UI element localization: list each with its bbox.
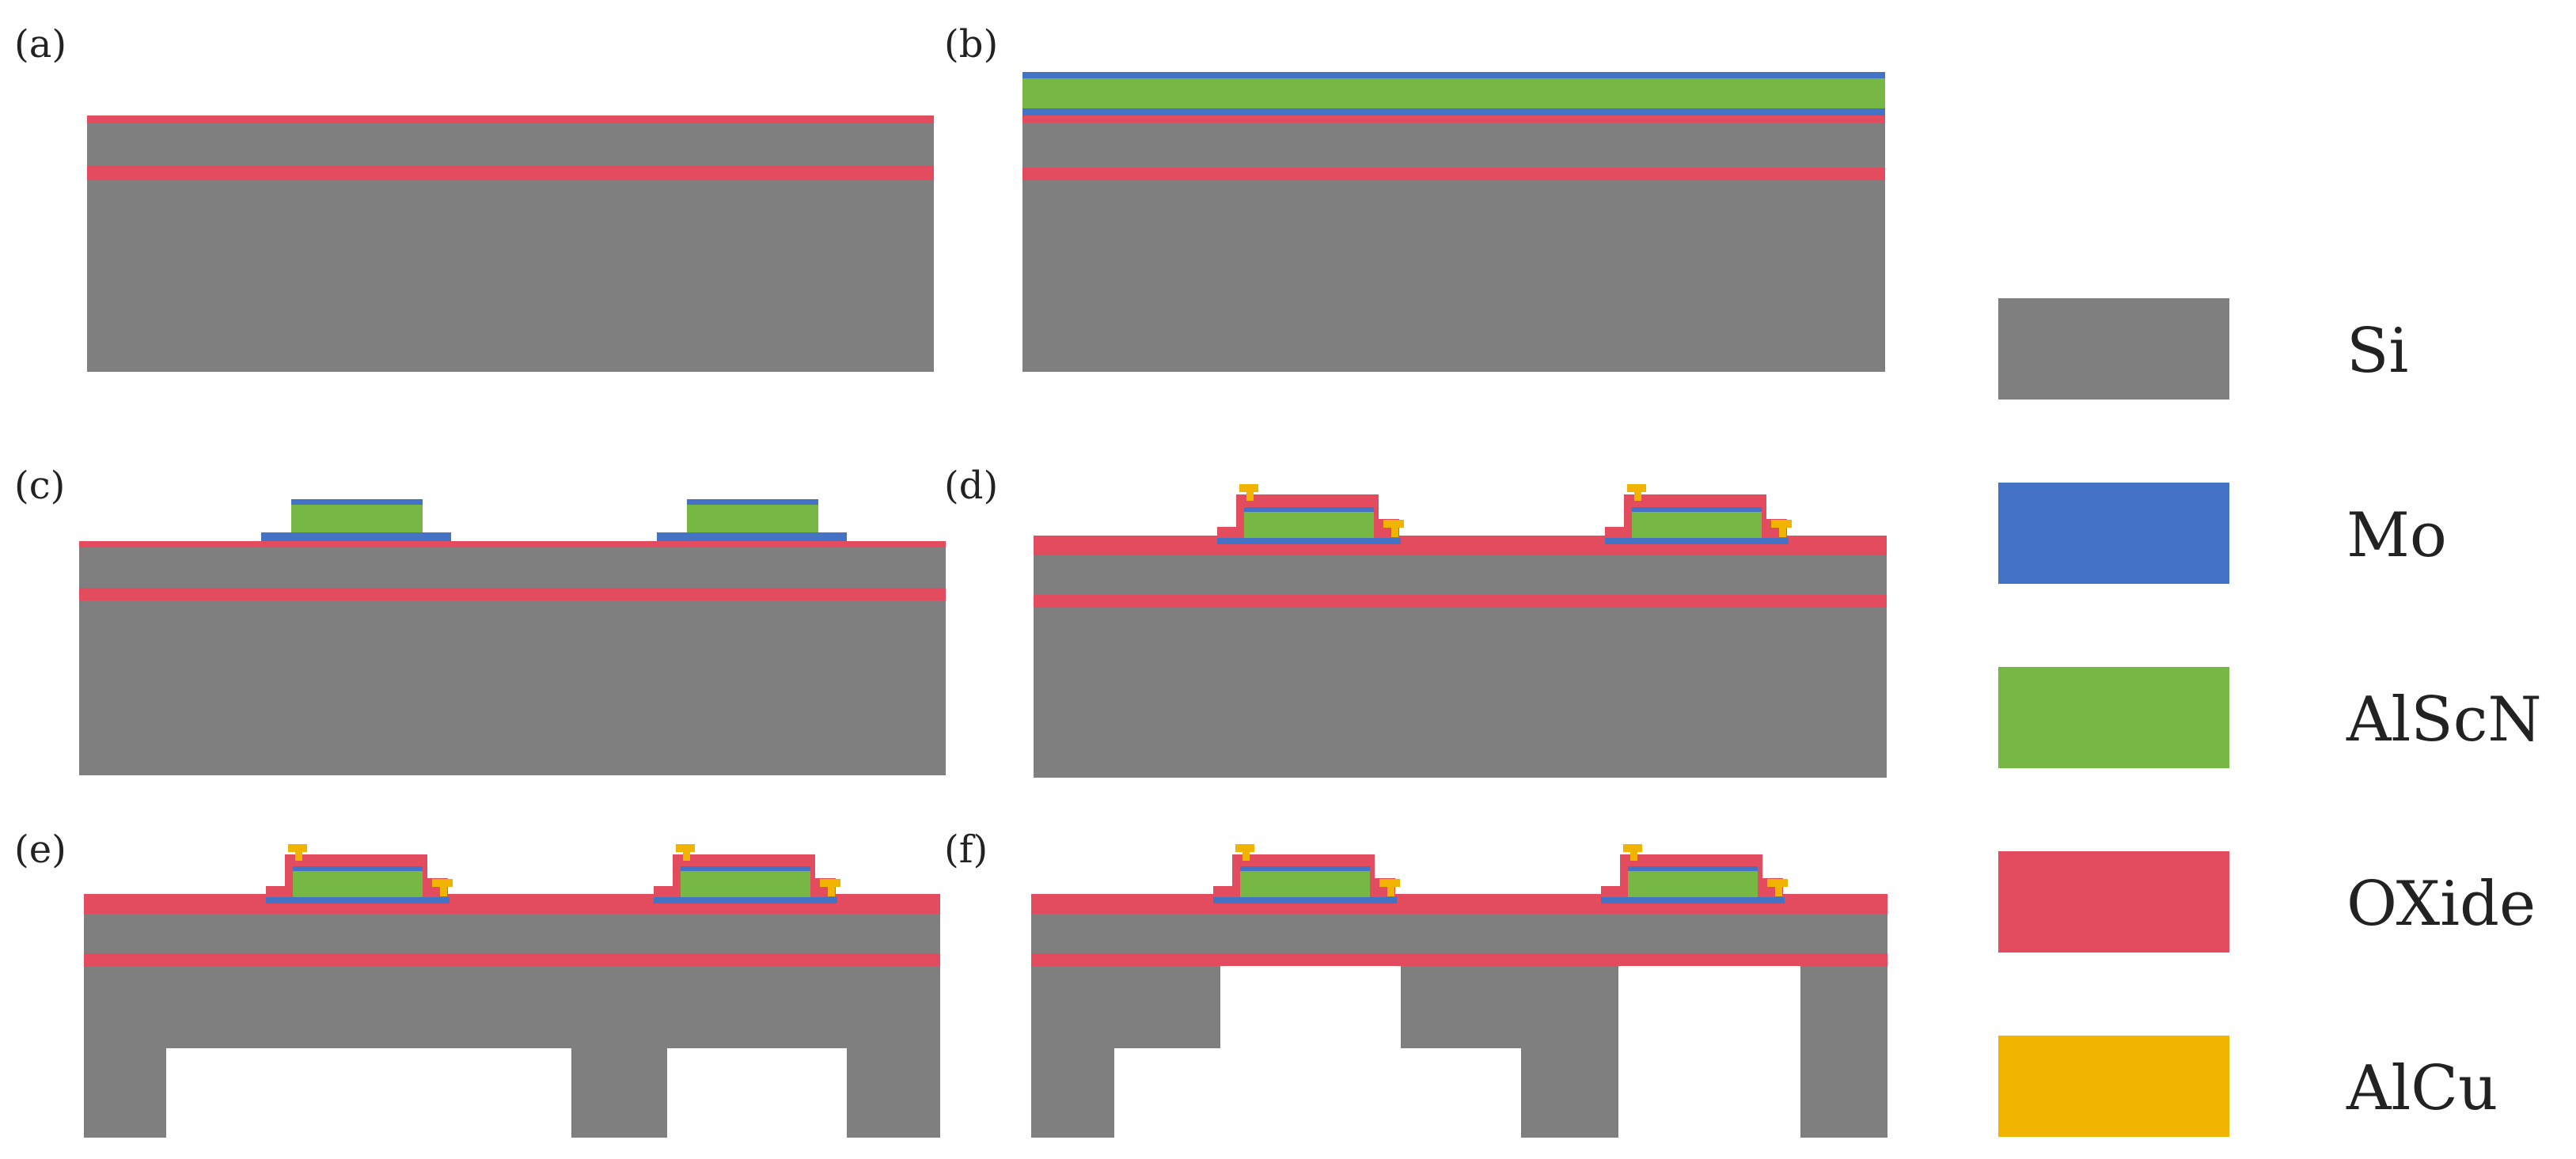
legend-item-alscn: AlScN — [1998, 667, 2542, 768]
alscn-island — [681, 871, 810, 897]
panel-f: (f) — [944, 828, 1887, 1138]
oxide-top-layer — [87, 116, 934, 123]
panel-d-label: (d) — [944, 464, 998, 508]
mo-top-electrode — [1628, 866, 1758, 871]
alscn-island — [1628, 871, 1758, 897]
si-wafer — [79, 546, 946, 775]
legend-swatch-mo — [1998, 483, 2229, 584]
alcu-contact — [288, 844, 307, 861]
alscn-island — [293, 871, 423, 897]
legend-swatch-alcu — [1998, 1036, 2229, 1137]
alscn-island — [1244, 512, 1374, 538]
buried-oxide-layer — [84, 953, 940, 966]
panel-b-label: (b) — [944, 22, 998, 66]
mo-bottom-electrode — [1605, 538, 1789, 544]
legend-swatch-oxide — [1998, 851, 2229, 953]
legend-item-oxide: OXide — [1998, 851, 2536, 953]
mo-bottom-electrode — [266, 897, 450, 903]
alcu-contact — [676, 844, 695, 861]
si-handle-center — [1401, 966, 1618, 1138]
buried-oxide-layer — [1034, 595, 1887, 608]
mo-bottom-electrode — [261, 532, 451, 541]
legend-item-alcu: AlCu — [1998, 1036, 2498, 1137]
legend-label-mo: Mo — [2346, 500, 2447, 571]
alscn-island — [291, 504, 423, 532]
mo-bottom-layer — [1022, 108, 1885, 116]
mo-bottom-electrode — [657, 532, 847, 541]
mo-top-electrode — [681, 866, 810, 871]
mo-bottom-electrode — [1213, 897, 1397, 903]
mo-top-electrode — [291, 499, 423, 505]
alcu-contact — [820, 879, 840, 896]
legend-label-si: Si — [2346, 316, 2408, 387]
alcu-contact — [1771, 520, 1792, 537]
panel-a: (a) — [14, 22, 934, 372]
mo-bottom-electrode — [654, 897, 837, 903]
alscn-layer — [1022, 78, 1885, 108]
mo-bottom-electrode — [1601, 897, 1785, 903]
panel-e: (e) — [14, 828, 940, 1138]
panel-d: (d) — [944, 464, 1887, 778]
mo-top-layer — [1022, 72, 1885, 78]
si-handle-right — [1800, 966, 1887, 1138]
alcu-contact — [1239, 484, 1258, 501]
si-device-layer — [1031, 914, 1887, 953]
alcu-contact — [1235, 844, 1254, 861]
si-handle-left — [1031, 966, 1220, 1138]
si-wafer — [1022, 123, 1885, 372]
alscn-island — [1632, 512, 1762, 538]
legend-label-alcu: AlCu — [2346, 1053, 2498, 1124]
buried-oxide-layer — [1022, 168, 1885, 180]
legend-label-oxide: OXide — [2346, 869, 2536, 940]
mo-top-electrode — [293, 866, 423, 871]
mo-bottom-electrode — [1217, 538, 1401, 544]
panel-a-label: (a) — [14, 22, 66, 66]
legend: Si Mo AlScN OXide AlCu — [1998, 298, 2542, 1137]
alcu-contact — [432, 879, 453, 896]
buried-oxide-layer — [79, 588, 946, 600]
si-wafer-etched-backside — [84, 914, 940, 1138]
panel-e-label: (e) — [14, 828, 66, 872]
legend-item-mo: Mo — [1998, 483, 2447, 584]
alcu-contact — [1383, 520, 1404, 537]
alcu-contact — [1627, 484, 1646, 501]
mo-top-electrode — [1240, 866, 1370, 871]
buried-oxide-layer — [87, 165, 934, 180]
legend-item-si: Si — [1998, 298, 2408, 400]
legend-label-alscn: AlScN — [2346, 684, 2542, 756]
mo-top-electrode — [687, 499, 818, 505]
legend-swatch-si — [1998, 298, 2229, 400]
alcu-contact — [1623, 844, 1642, 861]
si-wafer — [1034, 554, 1887, 778]
alcu-contact — [1767, 879, 1788, 896]
panel-c: (c) — [14, 464, 946, 775]
panel-b: (b) — [944, 22, 1885, 372]
oxide-top-layer — [1022, 116, 1885, 123]
si-wafer — [87, 119, 934, 372]
alscn-island — [687, 504, 818, 532]
mo-top-electrode — [1632, 507, 1762, 512]
panel-c-label: (c) — [14, 464, 65, 508]
alcu-contact — [1379, 879, 1400, 896]
buried-oxide-layer — [1031, 953, 1887, 966]
oxide-top-layer — [79, 541, 946, 547]
alscn-island — [1240, 871, 1370, 897]
panel-f-label: (f) — [944, 828, 988, 872]
mo-top-electrode — [1244, 507, 1374, 512]
legend-swatch-alscn — [1998, 667, 2229, 768]
